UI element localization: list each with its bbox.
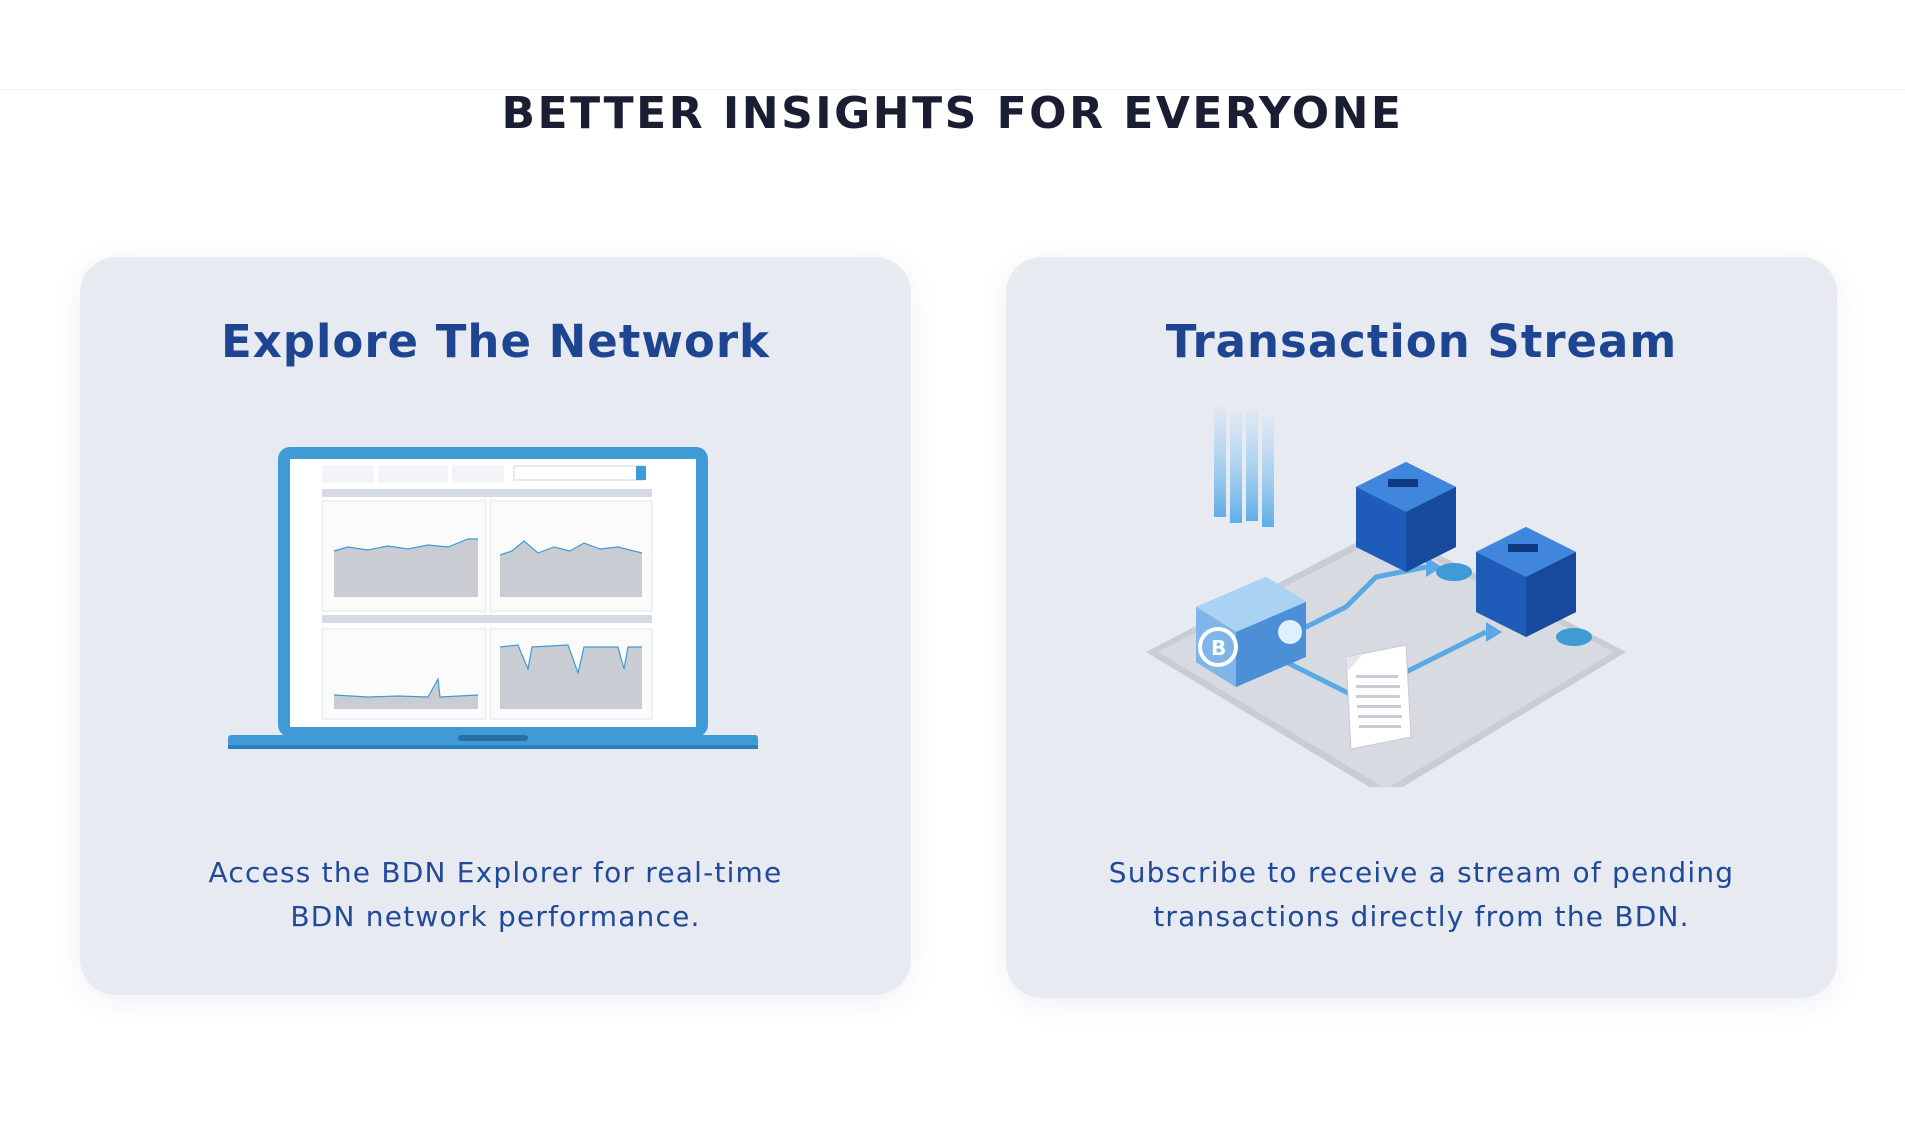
card-description-line: Access the BDN Explorer for real-time bbox=[208, 856, 783, 889]
card-description: Access the BDN Explorer for real-time BD… bbox=[80, 851, 911, 939]
laptop-dashboard-illustration bbox=[228, 447, 758, 749]
card-title: Transaction Stream bbox=[1165, 315, 1678, 368]
card-description-line: transactions directly from the BDN. bbox=[1153, 900, 1690, 933]
transaction-stream-illustration: B bbox=[1146, 407, 1626, 787]
card-title: Explore The Network bbox=[221, 315, 770, 368]
card-description-line: Subscribe to receive a stream of pending bbox=[1108, 856, 1735, 889]
top-header-bar bbox=[0, 0, 1905, 90]
transaction-stream-card[interactable]: Transaction Stream B bbox=[1006, 257, 1837, 998]
explore-network-card[interactable]: Explore The Network Access the bbox=[80, 257, 911, 995]
card-description: Subscribe to receive a stream of pending… bbox=[1006, 851, 1837, 939]
card-description-line: BDN network performance. bbox=[290, 900, 701, 933]
section-title: BETTER INSIGHTS FOR EVERYONE bbox=[501, 88, 1404, 139]
svg-text:B: B bbox=[1211, 636, 1226, 660]
